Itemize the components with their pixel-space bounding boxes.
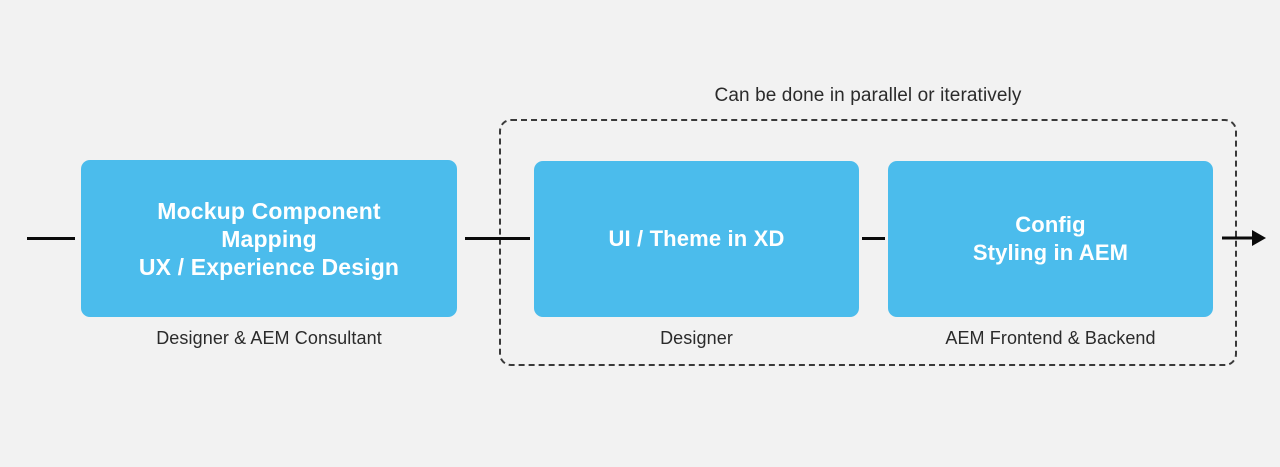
connector-entry <box>27 237 75 240</box>
arrow-right-icon <box>1222 230 1266 246</box>
connector-stage1-to-stage2 <box>465 237 530 240</box>
stage-box-config-styling-in-aem[interactable]: Config Styling in AEM <box>888 161 1213 317</box>
group-caption: Can be done in parallel or iteratively <box>714 85 1022 106</box>
role-caption-config-styling-in-aem: AEM Frontend & Backend <box>945 328 1156 348</box>
stage-title: Mockup Component Mapping UX / Experience… <box>138 197 400 280</box>
stage-box-mockup-component-mapping[interactable]: Mockup Component Mapping UX / Experience… <box>81 160 457 317</box>
stage-box-ui-theme-in-xd[interactable]: UI / Theme in XD <box>534 161 859 317</box>
role-caption-ui-theme-in-xd: Designer <box>660 328 733 348</box>
stage-title: Config Styling in AEM <box>972 212 1129 265</box>
connector-stage2-to-stage3 <box>862 237 885 240</box>
stage-title: UI / Theme in XD <box>608 226 785 251</box>
role-caption-mockup-component-mapping: Designer & AEM Consultant <box>156 328 382 348</box>
parallel-group-region <box>499 119 1237 366</box>
